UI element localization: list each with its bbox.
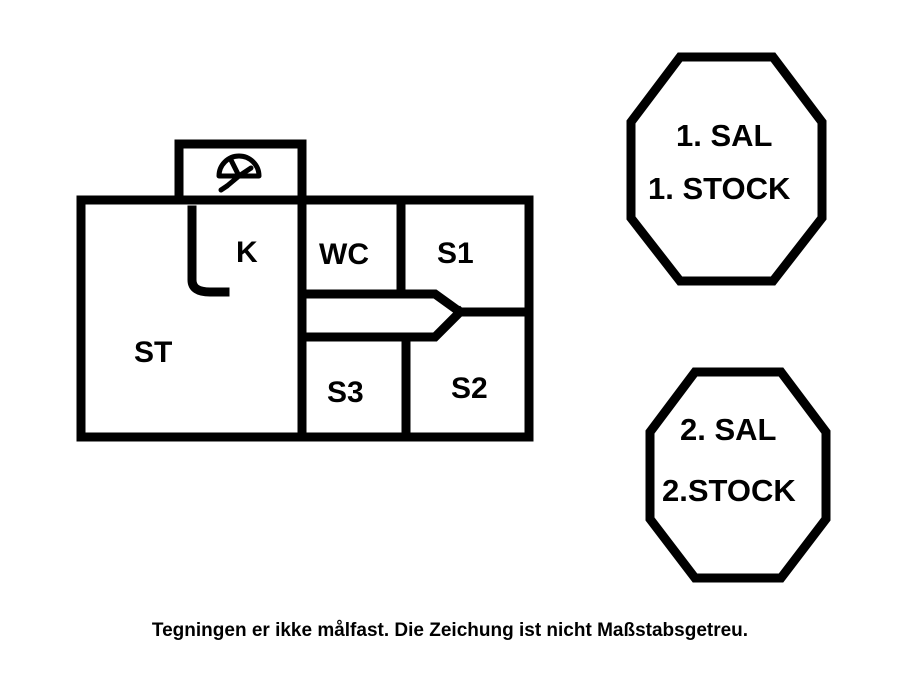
room-label-living: ST	[134, 336, 172, 369]
scale-disclaimer: Tegningen er ikke målfast. Die Zeichung …	[151, 620, 749, 641]
room-label-s2: S2	[451, 372, 488, 405]
room-label-kitchen: K	[236, 236, 258, 269]
corridor-wall-bottom	[297, 305, 467, 342]
floor-2-octagon	[645, 367, 831, 583]
floor-2-label-line1: 2. SAL	[680, 412, 776, 447]
room-label-wc: WC	[319, 238, 369, 271]
floor-1-label-line2: 1. STOCK	[648, 171, 791, 206]
floor-1-octagon	[626, 52, 827, 286]
kitchen-counter	[187, 205, 230, 297]
floor-2-label-line2: 2.STOCK	[662, 473, 796, 508]
room-label-s3: S3	[327, 376, 364, 409]
floor-1-label-line1: 1. SAL	[676, 118, 772, 153]
kitchen-alcove-wall	[174, 139, 307, 205]
room-label-s1: S1	[437, 237, 474, 270]
stove-icon	[216, 153, 262, 193]
corridor-wall-top	[297, 289, 534, 317]
